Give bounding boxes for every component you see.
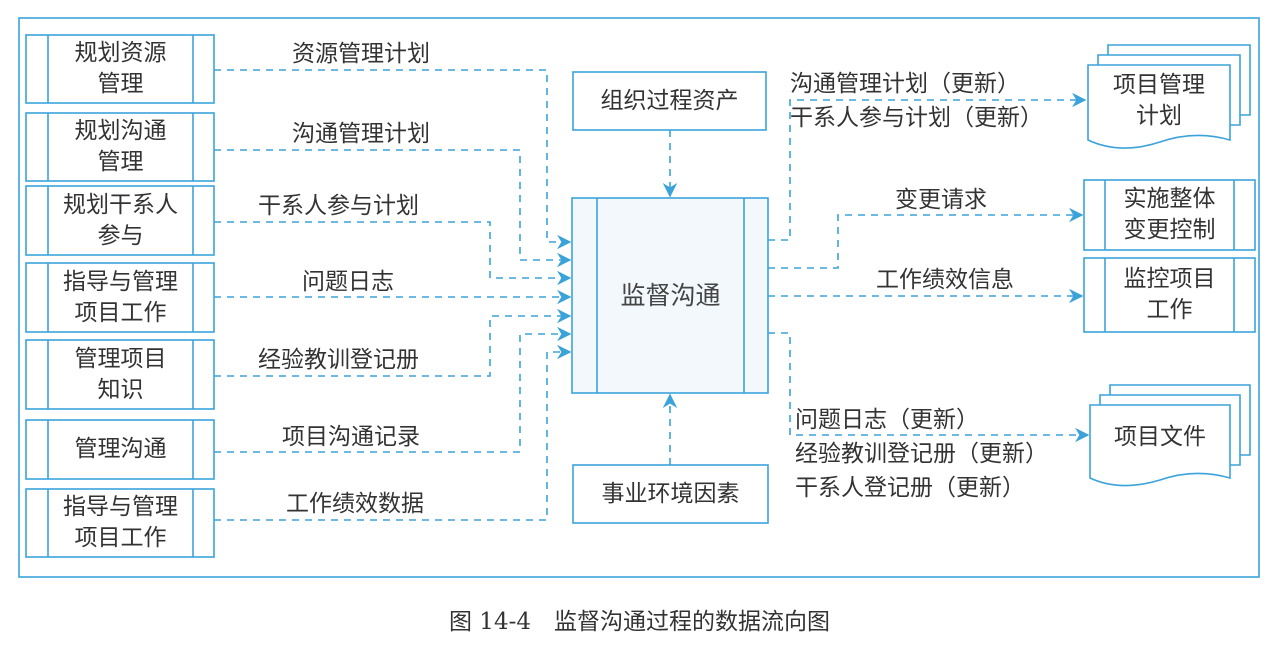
process-label: 指导与管理 项目工作 bbox=[63, 494, 178, 551]
output-flow-label: 干系人登记册（更新） bbox=[795, 475, 1025, 501]
output-target-project-plan: 项目管理 计划 bbox=[1088, 65, 1230, 137]
process-label: 管理沟通 bbox=[74, 436, 167, 462]
flow-label: 资源管理计划 bbox=[292, 41, 430, 67]
center-process-box bbox=[571, 197, 769, 394]
input-process-manage-communications: 管理沟通 bbox=[48, 420, 193, 479]
org-process-assets-label: 组织过程资产 bbox=[600, 87, 739, 114]
enterprise-environmental-factors-box: 事业环境因素 bbox=[573, 465, 768, 523]
output-flow-arrows bbox=[768, 92, 1090, 443]
target-label: 项目管理 计划 bbox=[1113, 72, 1205, 129]
input-process-manage-knowledge: 管理项目 知识 bbox=[48, 340, 193, 409]
enterprise-environmental-factors-label: 事业环境因素 bbox=[601, 480, 740, 507]
output-target-integrated-change-control: 实施整体 变更控制 bbox=[1105, 180, 1234, 250]
figure-caption: 图 14-4 监督沟通过程的数据流向图 bbox=[449, 609, 830, 635]
flow-label: 工作绩效数据 bbox=[286, 491, 424, 517]
flow-label: 干系人参与计划 bbox=[258, 193, 419, 219]
target-label: 项目文件 bbox=[1114, 424, 1206, 450]
org-process-assets-box: 组织过程资产 bbox=[573, 72, 766, 130]
target-label: 实施整体 变更控制 bbox=[1123, 186, 1216, 243]
output-target-monitor-control-work: 监控项目 工作 bbox=[1105, 258, 1234, 332]
input-process-direct-manage-work-2: 指导与管理 项目工作 bbox=[48, 489, 193, 557]
outer-frame bbox=[18, 17, 1260, 578]
output-flow-label: 问题日志（更新） bbox=[795, 407, 979, 433]
target-label: 监控项目 工作 bbox=[1123, 266, 1216, 323]
process-label: 规划沟通 管理 bbox=[74, 118, 167, 175]
output-flow-label: 工作绩效信息 bbox=[876, 267, 1014, 293]
project-documents-doc-stack bbox=[1089, 384, 1251, 487]
flow-label: 项目沟通记录 bbox=[282, 424, 420, 450]
center-process: 监督沟通 bbox=[597, 198, 744, 393]
left-process-boxes bbox=[25, 34, 215, 558]
process-label: 管理项目 知识 bbox=[74, 345, 167, 403]
flow-label: 问题日志 bbox=[302, 269, 394, 295]
input-process-direct-manage-work: 指导与管理 项目工作 bbox=[48, 263, 193, 332]
input-process-plan-stakeholder: 规划干系人 参与 bbox=[48, 186, 193, 255]
project-plan-doc-stack bbox=[1087, 44, 1251, 149]
center-process-label: 监督沟通 bbox=[620, 281, 721, 310]
input-process-plan-resources: 规划资源 管理 bbox=[48, 35, 193, 103]
output-flow-label: 干系人参与计划（更新） bbox=[790, 105, 1043, 131]
output-flow-label: 经验教训登记册（更新） bbox=[795, 441, 1048, 467]
output-target-project-documents: 项目文件 bbox=[1090, 405, 1230, 470]
output-flow-label: 沟通管理计划（更新） bbox=[790, 71, 1020, 97]
process-label: 规划资源 管理 bbox=[74, 40, 167, 97]
output-flow-label: 变更请求 bbox=[895, 187, 987, 213]
process-label: 指导与管理 项目工作 bbox=[63, 268, 178, 326]
flow-label: 沟通管理计划 bbox=[292, 121, 430, 147]
input-process-plan-communications: 规划沟通 管理 bbox=[48, 113, 193, 181]
process-label: 规划干系人 参与 bbox=[63, 191, 178, 249]
input-flow-arrows bbox=[214, 69, 678, 521]
flow-label: 经验教训登记册 bbox=[258, 347, 419, 373]
